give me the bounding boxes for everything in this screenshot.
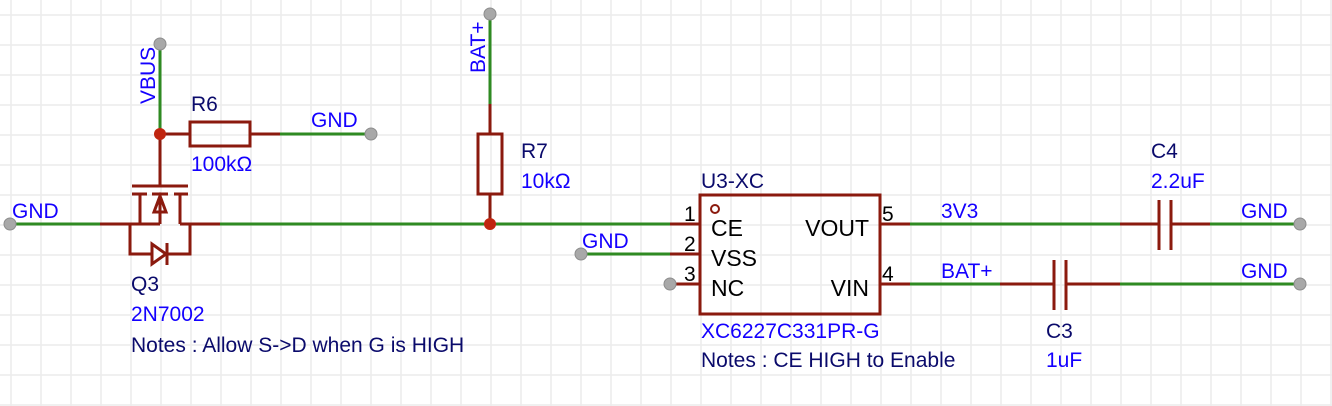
r7-designator: R7 (521, 140, 548, 163)
u3-pin5-name: VOUT (805, 215, 869, 241)
junction-vbus-r6 (154, 128, 166, 140)
r6-designator: R6 (191, 93, 218, 116)
c4-designator: C4 (1151, 140, 1178, 163)
u3-value: XC6227C331PR-G (701, 320, 880, 343)
r7-value: 10kΩ (521, 170, 571, 193)
u3-pin1-name: CE (711, 215, 743, 241)
u3-pin3-name: NC (711, 275, 744, 301)
q3-designator: Q3 (131, 273, 159, 296)
c3-capacitor[interactable] (1000, 260, 1120, 310)
net-label-bat-vin: BAT+ (941, 260, 993, 283)
c4-value: 2.2uF (1151, 170, 1205, 193)
u3-pin1-number: 1 (684, 203, 696, 226)
r6-resistor[interactable] (160, 120, 280, 148)
junction-r7-ce (484, 218, 496, 230)
u3-note: Notes : CE HIGH to Enable (701, 349, 955, 372)
net-label-gnd-vss: GND (582, 230, 629, 253)
terminal-gnd-left[interactable] (3, 217, 17, 231)
net-label-gnd-left: GND (12, 200, 59, 223)
terminal-nc[interactable] (663, 277, 677, 291)
terminal-gnd-r6[interactable] (364, 127, 378, 141)
r6-body (188, 120, 252, 148)
r6-value: 100kΩ (191, 153, 252, 176)
u3-pin4-number: 4 (882, 263, 894, 286)
u3-pin5-number: 5 (882, 203, 894, 226)
q3-mosfet[interactable] (10, 134, 220, 267)
terminal-bat-top[interactable] (483, 7, 497, 21)
r7-body (476, 132, 504, 196)
u3-pin2-number: 2 (684, 233, 696, 256)
u3-pin4-name: VIN (831, 275, 869, 301)
terminal-vbus[interactable] (153, 37, 167, 51)
terminal-gnd-c4[interactable] (1293, 217, 1307, 231)
net-label-gnd-c4: GND (1241, 200, 1288, 223)
u3-designator: U3-XC (701, 170, 764, 193)
u3-pin3-number: 3 (684, 263, 696, 286)
c3-value: 1uF (1046, 349, 1082, 372)
q3-value: 2N7002 (131, 303, 205, 326)
c4-capacitor[interactable] (1120, 200, 1210, 250)
net-label-gnd-c3: GND (1241, 260, 1288, 283)
q3-note: Notes : Allow S->D when G is HIGH (131, 334, 464, 357)
net-label-bat-top: BAT+ (467, 21, 490, 73)
terminal-gnd-vss[interactable] (574, 247, 588, 261)
terminal-gnd-c3[interactable] (1293, 277, 1307, 291)
u3-pin1-marker-icon (710, 204, 720, 214)
net-label-3v3: 3V3 (941, 200, 978, 223)
u3-pin2-name: VSS (711, 245, 757, 271)
q3-diode-triangle-icon (150, 241, 169, 267)
c3-designator: C3 (1046, 320, 1073, 343)
net-label-vbus: VBUS (137, 47, 160, 104)
q3-arrow-icon (151, 191, 169, 214)
r7-resistor[interactable] (476, 104, 504, 224)
net-label-gnd-r6: GND (311, 109, 358, 132)
